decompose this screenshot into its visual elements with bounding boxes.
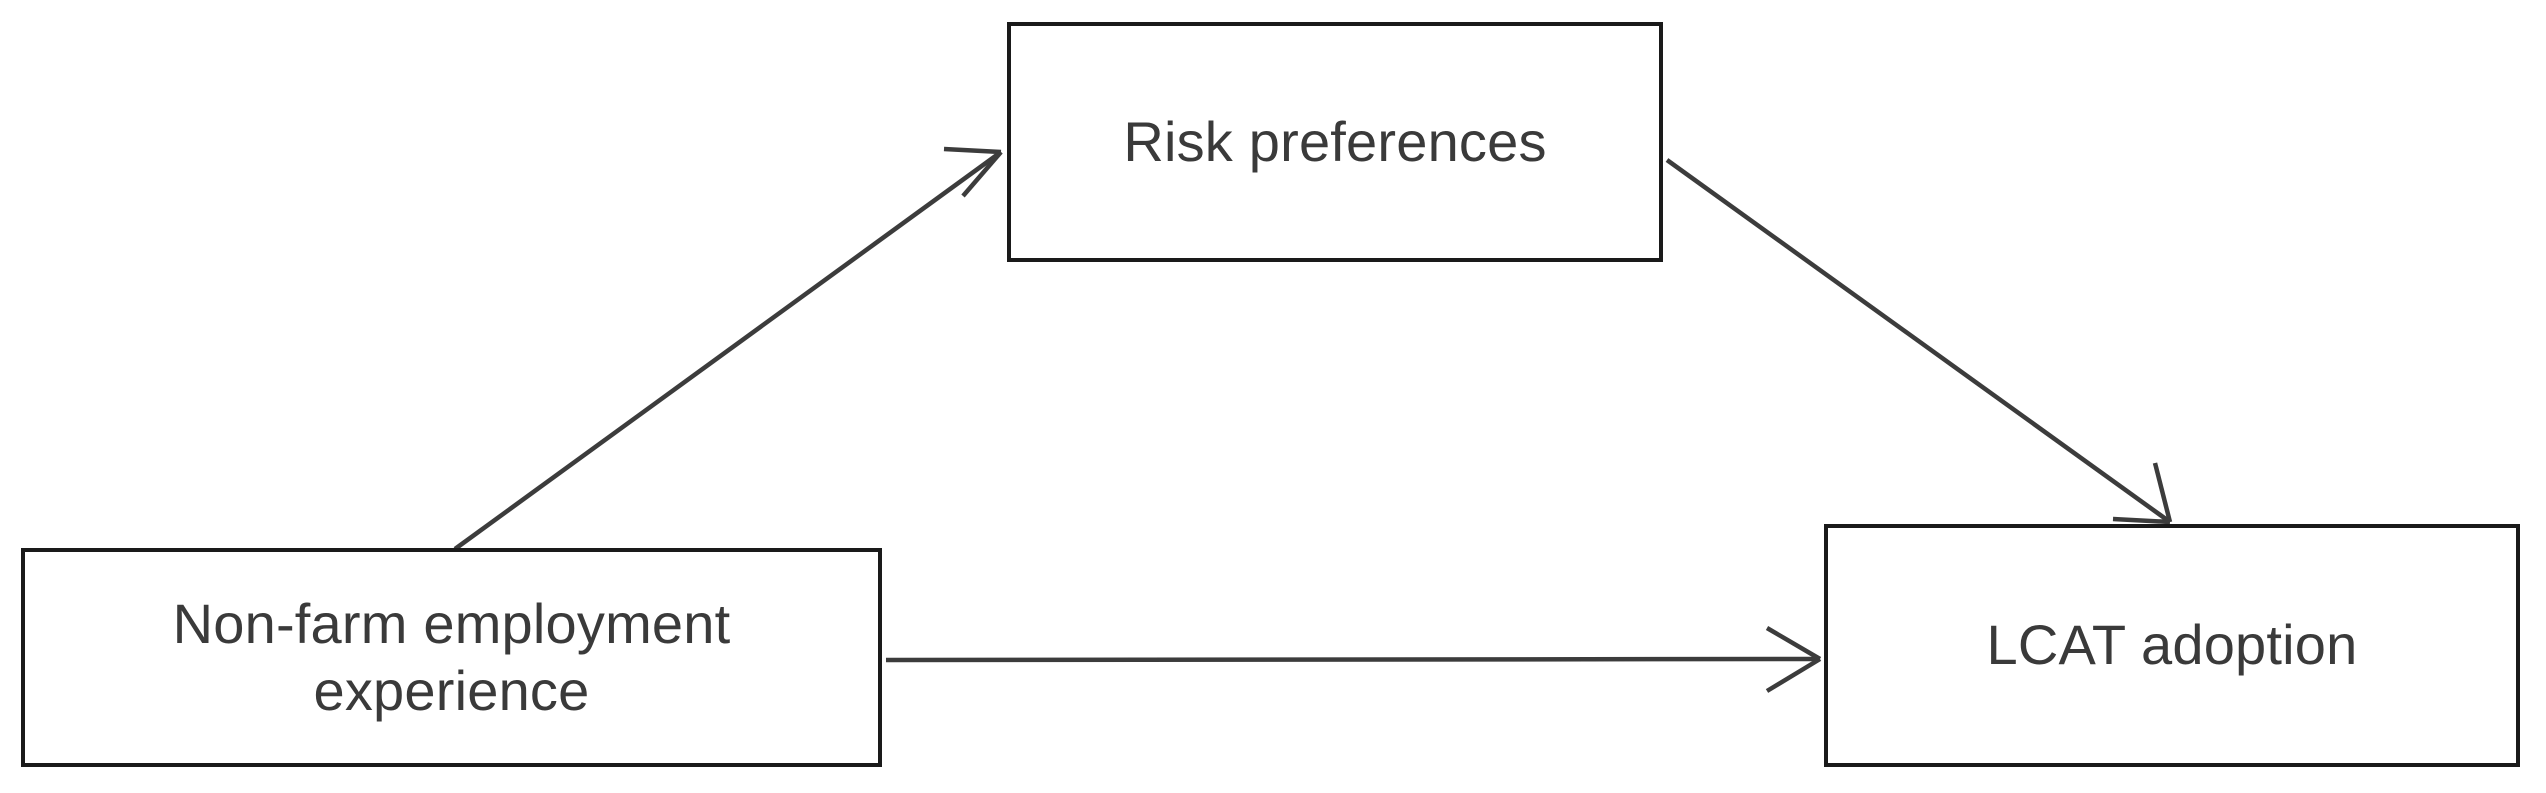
node-label-risk-preferences: Risk preferences [1123, 109, 1547, 173]
node-lcat-adoption[interactable]: LCAT adoption [1824, 524, 2520, 767]
node-label-lcat-adoption: LCAT adoption [1986, 613, 2358, 677]
node-label-non-farm-employment-experience: Non-farm employment experience [172, 592, 731, 722]
arrow-nonfarm-to-lcat [885, 626, 1822, 693]
arrow-risk-to-lcat [1665, 158, 2173, 525]
node-risk-preferences[interactable]: Risk preferences [1007, 22, 1663, 262]
node-non-farm-employment-experience[interactable]: Non-farm employment experience [21, 548, 882, 767]
arrow-nonfarm-to-risk [453, 146, 1003, 551]
